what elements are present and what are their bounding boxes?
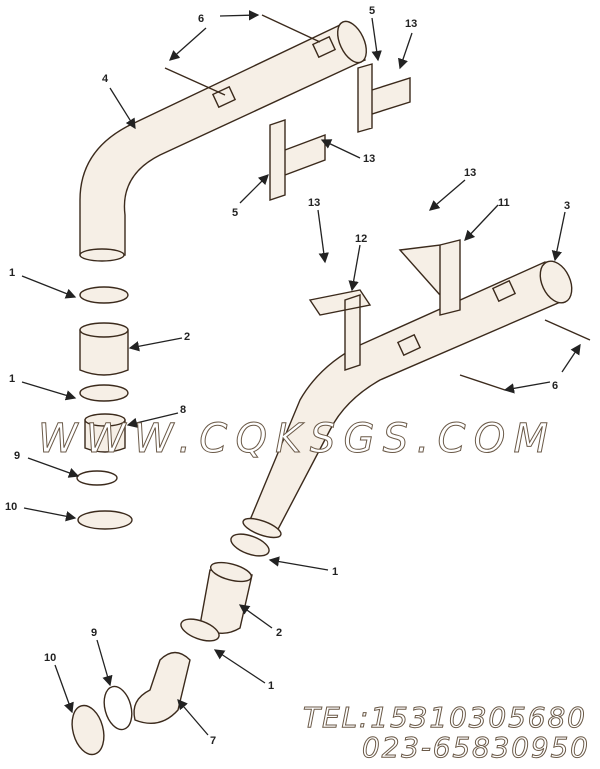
callout-1: 1 bbox=[9, 373, 15, 385]
callout-12: 12 bbox=[355, 233, 367, 245]
callout-arrows bbox=[21, 10, 581, 736]
lower-pipe-3 bbox=[242, 260, 573, 539]
callout-3: 3 bbox=[564, 200, 570, 212]
callout-8: 8 bbox=[180, 404, 186, 416]
callout-13: 13 bbox=[363, 153, 375, 165]
callout-10: 10 bbox=[44, 652, 56, 664]
callout-10: 10 bbox=[5, 501, 17, 513]
callout-5: 5 bbox=[369, 5, 375, 17]
bracket-11 bbox=[398, 239, 461, 316]
callout-6: 6 bbox=[552, 380, 558, 392]
bracket-12 bbox=[308, 289, 372, 371]
left-hose-stack bbox=[76, 286, 133, 530]
callout-13: 13 bbox=[308, 197, 320, 209]
callout-9: 9 bbox=[14, 450, 20, 462]
callout-1: 1 bbox=[9, 267, 15, 279]
bracket-5-lower bbox=[269, 119, 326, 201]
bolt-6-lower bbox=[459, 319, 591, 391]
contact-phone: 023-65830950 bbox=[362, 731, 588, 764]
callout-1: 1 bbox=[332, 566, 338, 578]
callout-2: 2 bbox=[184, 331, 190, 343]
bracket-5-upper bbox=[357, 63, 411, 133]
callout-11: 11 bbox=[498, 197, 510, 209]
bolt-6 bbox=[164, 14, 321, 96]
watermark: WWW.CQKSGS.COM bbox=[38, 416, 548, 462]
callout-5: 5 bbox=[232, 207, 238, 219]
upper-pipe-4 bbox=[79, 20, 368, 262]
callout-1: 1 bbox=[268, 680, 274, 692]
contact-tel: TEL:15310305680 bbox=[303, 701, 585, 734]
callout-2: 2 bbox=[276, 627, 282, 639]
callout-13: 13 bbox=[405, 18, 417, 30]
callout-6: 6 bbox=[198, 13, 204, 25]
callout-7: 7 bbox=[210, 735, 216, 747]
callout-4: 4 bbox=[102, 73, 109, 85]
callout-13: 13 bbox=[464, 167, 476, 179]
lower-hose-stack bbox=[71, 533, 270, 756]
callout-9: 9 bbox=[91, 627, 97, 639]
